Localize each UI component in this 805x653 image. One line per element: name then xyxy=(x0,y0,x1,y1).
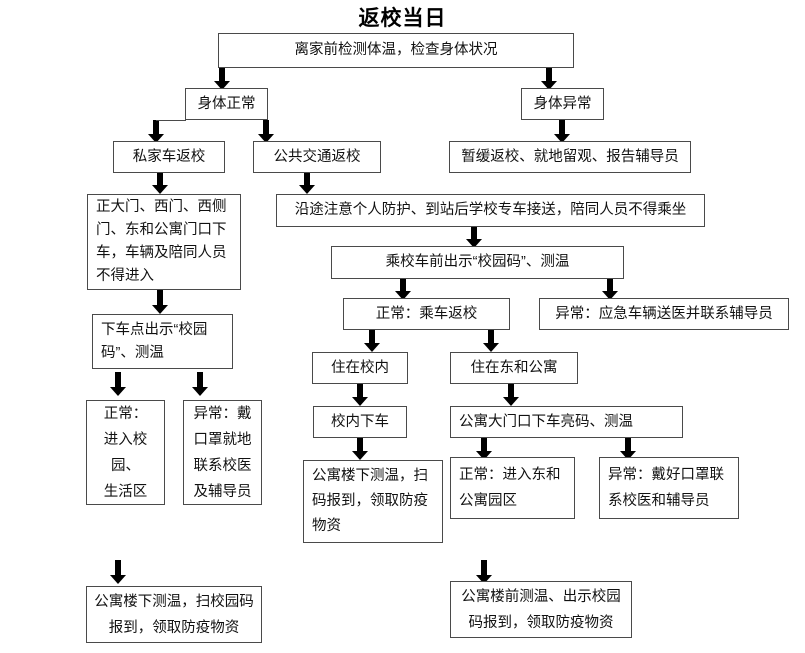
node-bus-normal: 正常：乘车返校 xyxy=(343,298,510,330)
node-gate-normal: 正常： 进入校园、 生活区 xyxy=(86,400,165,505)
arrow-dropoff-to-gate-abnormal xyxy=(192,372,208,396)
node-delay-return: 暂缓返校、就地留观、报告辅导员 xyxy=(449,141,691,173)
arrow-bus-normal-to-donghe xyxy=(483,330,499,352)
node-public-transit: 公共交通返校 xyxy=(253,141,381,173)
arrow-private-car-to-gate xyxy=(152,173,168,194)
arrow-gate-to-dropoff-code xyxy=(152,290,168,314)
arrow-start-to-abnormal xyxy=(541,68,557,90)
node-private-car: 私家车返校 xyxy=(113,141,225,173)
arrow-on-campus-to-dropoff xyxy=(352,384,368,406)
arrow-normal-to-public-transit xyxy=(258,120,274,143)
arrow-abnormal-to-delay xyxy=(554,120,570,143)
arrow-bus-code-to-normal xyxy=(395,279,411,300)
arrow-donghe-to-gate-check xyxy=(503,384,519,406)
arrow-notice-to-bus-code xyxy=(466,227,482,248)
node-body-abnormal: 身体异常 xyxy=(521,88,604,120)
arrow-bus-code-to-abnormal xyxy=(602,279,618,300)
arrow-campus-dropoff-to-check-in xyxy=(352,438,368,460)
arrow-to-final-left xyxy=(110,560,126,584)
arrow-donghe-check-to-normal xyxy=(476,438,492,460)
node-body-normal: 身体正常 xyxy=(185,88,268,120)
node-gate-abnormal: 异常：戴 口罩就地 联系校医 及辅导员 xyxy=(183,400,262,505)
node-live-donghe: 住在东和公寓 xyxy=(450,352,578,384)
arrow-normal-to-private-car xyxy=(148,120,164,143)
arrow-start-to-normal xyxy=(214,68,230,90)
arrow-to-final-right xyxy=(476,560,492,584)
node-final-left: 公寓楼下测温，扫校园码 报到，领取防疫物资 xyxy=(86,586,262,643)
node-dorm-check-in: 公寓楼下测温，扫码报到，领取防疫物资 xyxy=(303,460,443,543)
arrow-dropoff-to-gate-normal xyxy=(110,372,126,396)
node-dropoff-code: 下车点出示“校园码”、测温 xyxy=(92,314,233,369)
page-title: 返校当日 xyxy=(358,7,447,30)
node-donghe-gate-check: 公寓大门口下车亮码、测温 xyxy=(450,406,683,438)
connector-normal-left xyxy=(156,120,186,121)
node-donghe-normal: 正常：进入东和 公寓园区 xyxy=(450,457,575,519)
node-gate-dropoff: 正大门、西门、西侧门、东和公寓门口下车，车辆及陪同人员不得进入 xyxy=(87,194,241,290)
arrow-public-transit-to-notice xyxy=(299,173,315,194)
node-campus-dropoff: 校内下车 xyxy=(313,406,407,438)
node-final-right: 公寓楼前测温、出示校园 码报到，领取防疫物资 xyxy=(450,581,632,638)
node-live-on-campus: 住在校内 xyxy=(312,352,408,384)
arrow-donghe-check-to-abnormal xyxy=(620,438,636,460)
node-start: 离家前检测体温，检查身体状况 xyxy=(218,33,574,68)
node-bus-abnormal: 异常：应急车辆送医并联系辅导员 xyxy=(539,298,789,330)
node-transit-notice: 沿途注意个人防护、到站后学校专车接送，陪同人员不得乘坐 xyxy=(276,194,705,227)
node-donghe-abnormal: 异常：戴好口罩联 系校医和辅导员 xyxy=(599,457,739,519)
node-bus-code: 乘校车前出示“校园码”、测温 xyxy=(331,246,624,279)
arrow-bus-normal-to-on-campus xyxy=(364,330,380,352)
